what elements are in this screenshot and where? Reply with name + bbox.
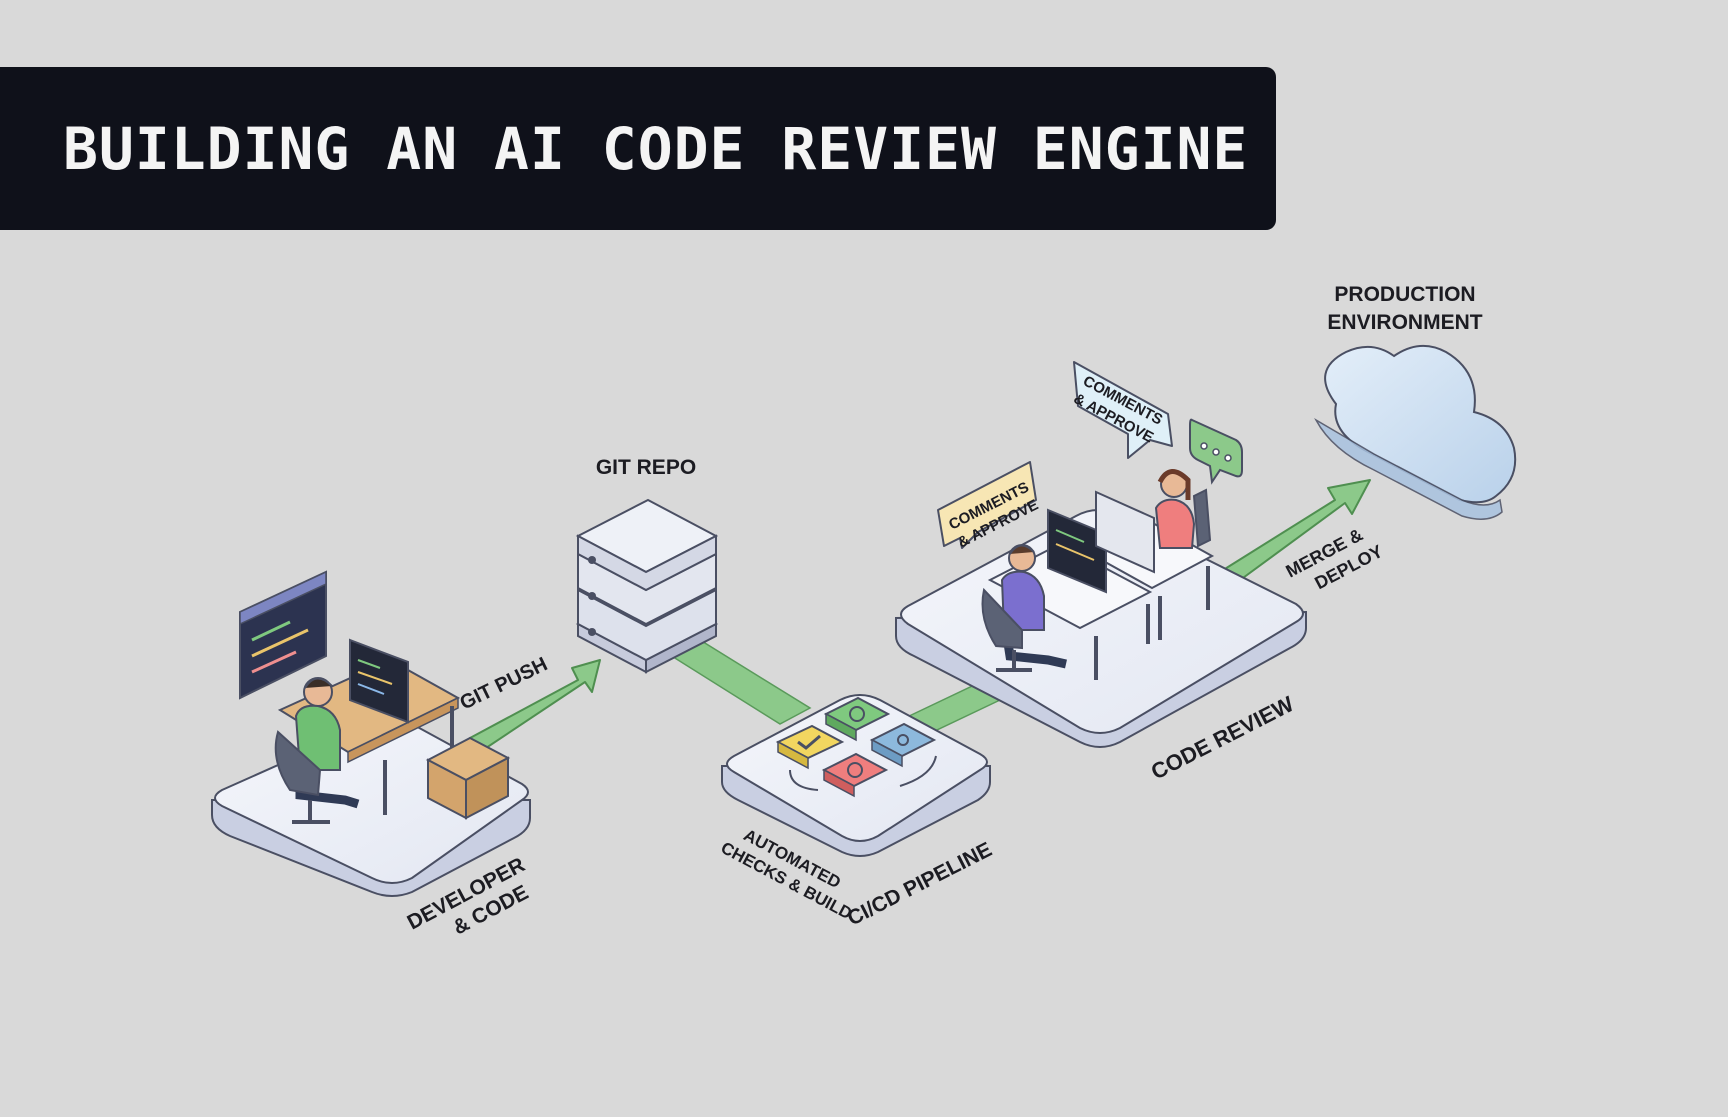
- merge-deploy-arrow: [1219, 479, 1371, 587]
- git-push-arrow: [469, 659, 601, 753]
- comments-bubble-left: [937, 461, 1037, 549]
- code-review-platform: [895, 469, 1307, 748]
- title-banner: BUILDING AN AI CODE REVIEW ENGINE: [0, 67, 1276, 230]
- cloud-icon: [1314, 345, 1517, 520]
- git-repo-label: GIT REPO: [596, 456, 696, 479]
- cicd-platform: [721, 694, 991, 857]
- git-repo-server: [575, 498, 719, 674]
- production-label-line1: PRODUCTION: [1334, 283, 1475, 306]
- chat-bubble-icon: [1189, 418, 1243, 485]
- page-title: BUILDING AN AI CODE REVIEW ENGINE: [63, 114, 1249, 183]
- developer-platform: [211, 570, 531, 897]
- production-label-line2: ENVIRONMENT: [1327, 311, 1482, 334]
- connector-repo-to-cicd: [668, 639, 812, 725]
- comments-bubble-right: [1073, 361, 1173, 459]
